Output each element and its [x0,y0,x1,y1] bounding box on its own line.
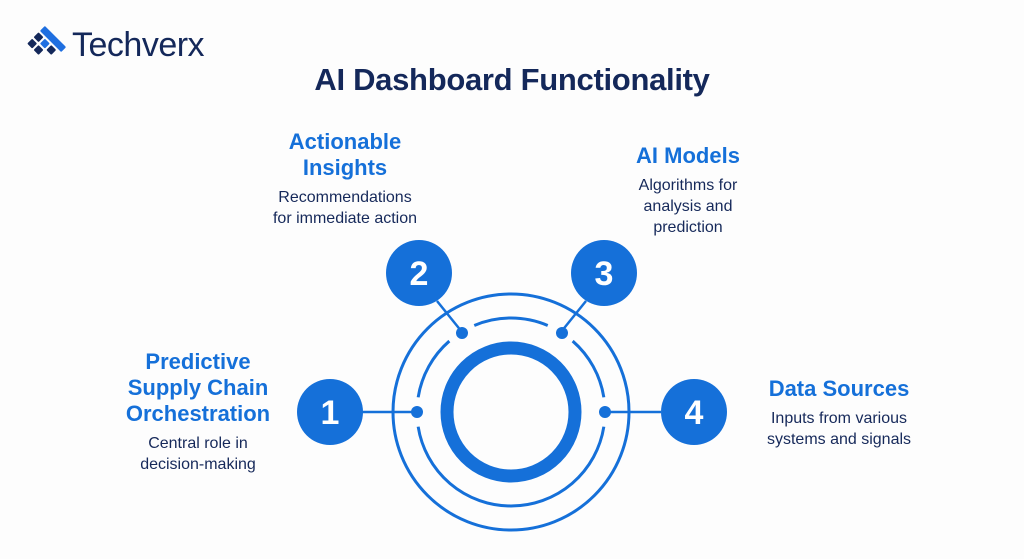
middle-orbit-ring [416,316,606,508]
step-badge-1[interactable]: 1 [297,379,363,445]
item-3-description: Algorithms for analysis and prediction [598,175,778,238]
step-number-4: 4 [685,394,704,432]
item-1-title: Predictive Supply Chain Orchestration [108,349,288,427]
item-1-desc-line: decision-making [140,456,256,473]
step-badge-2-circle [386,240,452,306]
brand-name: Techverx [72,25,205,64]
node-dot-1 [411,406,423,418]
outer-orbit-ring [391,292,631,532]
item-2-text: Actionable Insights Recommendations for … [250,129,440,229]
techverx-diamond-logo-icon [27,26,66,55]
item-4-title: Data Sources [744,376,934,402]
item-3-desc-line: Algorithms for [638,177,738,194]
step-badge-1-circle [297,379,363,445]
step-number-1: 1 [321,394,340,432]
connector-2 [436,300,463,333]
connector-3 [560,300,587,333]
item-4-description: Inputs from various systems and signals [744,408,934,450]
node-dot-4 [599,406,611,418]
item-1-desc-line: Central role in [148,435,248,452]
brand-logo: Techverx [26,24,205,66]
item-1-title-line: Supply Chain [127,375,269,400]
node-dot-3 [556,327,568,339]
node-dot-2 [456,327,468,339]
item-2-desc-line: Recommendations [278,189,412,206]
item-3-text: AI Models Algorithms for analysis and pr… [598,143,778,238]
item-1-description: Central role in decision-making [108,433,288,475]
step-badge-2[interactable]: 2 [386,240,452,306]
item-3-desc-line: analysis and [643,198,733,215]
step-badge-3-circle [571,240,637,306]
item-2-title: Actionable Insights [250,129,440,181]
item-3-title-line: AI Models [636,143,740,168]
item-3-desc-line: prediction [653,219,723,236]
item-4-desc-line: systems and signals [766,431,912,448]
step-badge-4-circle [661,379,727,445]
step-number-2: 2 [410,255,429,293]
item-4-text: Data Sources Inputs from various systems… [744,376,934,450]
item-2-desc-line: for immediate action [272,210,418,227]
step-number-3: 3 [595,255,614,293]
central-hub-ring [440,341,582,483]
step-badge-4[interactable]: 4 [661,379,727,445]
item-2-title-line: Insights [302,155,388,180]
item-2-title-line: Actionable [288,129,402,154]
step-badge-3[interactable]: 3 [571,240,637,306]
item-4-desc-line: Inputs from various [770,410,908,427]
item-1-title-line: Predictive [145,349,251,374]
item-3-title: AI Models [598,143,778,169]
item-1-text: Predictive Supply Chain Orchestration Ce… [108,349,288,475]
page-title: AI Dashboard Functionality [314,62,710,97]
item-1-title-line: Orchestration [125,401,271,426]
item-2-description: Recommendations for immediate action [250,187,440,229]
item-4-title-line: Data Sources [768,376,910,401]
